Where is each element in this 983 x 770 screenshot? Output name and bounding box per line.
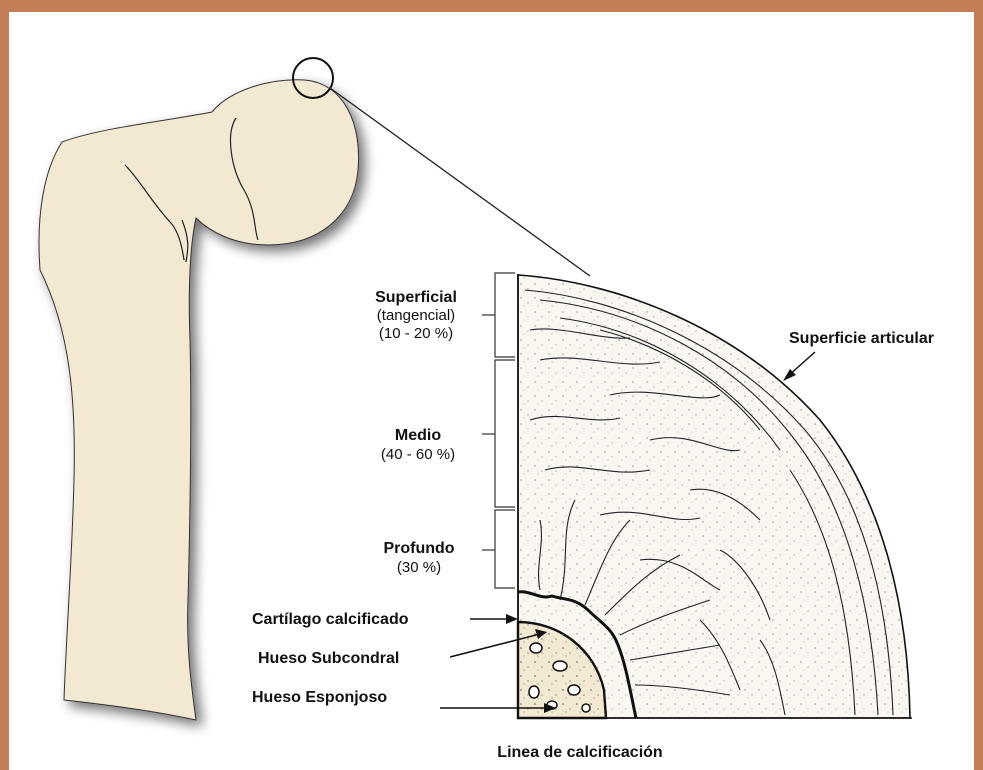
superficial-title: Superficial	[375, 289, 457, 306]
hueso-esponjoso-label: Hueso Esponjoso	[252, 689, 387, 706]
hueso-subcondral-label: Hueso Subcondral	[258, 650, 399, 667]
superficial-subtitle: (tangencial)	[377, 307, 455, 324]
profundo-percentage: (30 %)	[397, 559, 441, 576]
hueso-subcondral-callout: Hueso Subcondral	[258, 629, 547, 667]
superficie-articular-callout: Superficie articular	[783, 330, 934, 381]
zone-medio-label: Medio (40 - 60 %)	[381, 427, 455, 463]
profundo-title: Profundo	[383, 540, 454, 557]
medio-title: Medio	[395, 427, 441, 444]
zoom-connector	[330, 88, 590, 276]
zone-profundo-label: Profundo (30 %)	[383, 540, 454, 576]
linea-calcificacion-label: Linea de calcificación	[497, 744, 662, 761]
hueso-esponjoso-callout: Hueso Esponjoso	[252, 689, 556, 713]
arrow-icon	[506, 614, 518, 624]
superficie-articular-label: Superficie articular	[789, 330, 934, 347]
medio-percentage: (40 - 60 %)	[381, 446, 455, 463]
cartilago-calcificado-callout: Cartílago calcificado	[252, 611, 518, 628]
superficial-percentage: (10 - 20 %)	[379, 325, 453, 342]
zone-brackets	[482, 273, 515, 588]
zone-superficial-label: Superficial (tangencial) (10 - 20 %)	[375, 289, 457, 342]
cartilago-calcificado-label: Cartílago calcificado	[252, 611, 409, 628]
